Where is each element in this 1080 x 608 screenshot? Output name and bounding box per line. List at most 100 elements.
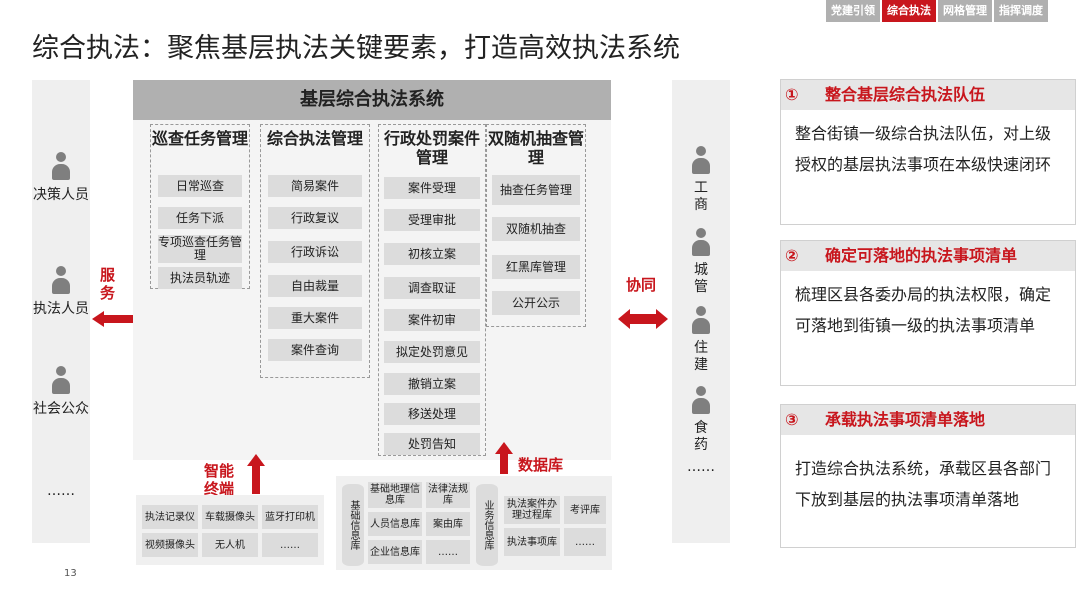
card-number: ① bbox=[785, 85, 799, 104]
card-body: 梳理区县各委办局的执法权限，确定可落地到街镇一级的执法事项清单 bbox=[795, 285, 1052, 335]
food-drug-person-icon bbox=[690, 386, 712, 416]
card-title-text: 承载执法事项清单落地 bbox=[825, 410, 986, 429]
dept-food-drug: 食药 bbox=[672, 386, 730, 454]
item-task-assign[interactable]: 任务下派 bbox=[158, 207, 242, 229]
db-law: 法律法规库 bbox=[426, 482, 470, 508]
item-draft-opinion[interactable]: 拟定处罚意见 bbox=[384, 341, 480, 363]
dept-label: 住建 bbox=[694, 340, 708, 373]
card-number: ② bbox=[785, 246, 799, 265]
role-label: 社会公众 bbox=[33, 401, 89, 417]
device-recorder: 执法记录仪 bbox=[142, 505, 198, 529]
card-title-text: 确定可落地的执法事项清单 bbox=[825, 246, 1018, 265]
db-business: 业务信息库 bbox=[476, 484, 498, 566]
tab-enforcement[interactable]: 综合执法 bbox=[882, 0, 936, 22]
housing-person-icon bbox=[690, 306, 712, 336]
tab-grid[interactable]: 网格管理 bbox=[938, 0, 992, 22]
database-label: 数据库 bbox=[518, 456, 564, 474]
item-review[interactable]: 行政复议 bbox=[268, 207, 362, 229]
card-1: ① 整合基层综合执法队伍 整合街镇一级综合执法队伍，对上级授权的基层执法事项在本级… bbox=[780, 79, 1076, 225]
device-printer: 蓝牙打印机 bbox=[262, 505, 318, 529]
database-panel: 基础信息库 基础地理信息库 法律法规库 人员信息库 案由库 企业信息库 …… 业… bbox=[336, 476, 612, 570]
business-person-icon bbox=[690, 146, 712, 176]
item-check-task[interactable]: 抽查任务管理 bbox=[492, 175, 580, 205]
item-special-task[interactable]: 专项巡查任务管理 bbox=[158, 235, 243, 263]
item-first-review[interactable]: 案件初审 bbox=[384, 309, 480, 331]
db-biz-more: …… bbox=[564, 528, 606, 556]
smart-terminal-label: 智能终端 bbox=[203, 462, 234, 498]
item-initial-filing[interactable]: 初核立案 bbox=[384, 243, 480, 265]
decision-maker-icon bbox=[50, 152, 72, 182]
urban-person-icon bbox=[690, 228, 712, 258]
left-arrow-icon bbox=[92, 311, 134, 327]
db-person: 人员信息库 bbox=[368, 512, 422, 536]
card-body: 打造综合执法系统，承载区县各部门下放到基层的执法事项清单落地 bbox=[795, 459, 1052, 509]
item-publicity[interactable]: 公开公示 bbox=[492, 291, 580, 315]
service-label: 服务 bbox=[100, 266, 116, 302]
role-label: 决策人员 bbox=[33, 187, 89, 203]
item-red-black[interactable]: 红黑库管理 bbox=[492, 255, 580, 279]
dept-more: …… bbox=[687, 459, 715, 475]
card-3: ③ 承载执法事项清单落地 打造综合执法系统，承载区县各部门下放到基层的执法事项清单… bbox=[780, 404, 1076, 548]
db-cause: 案由库 bbox=[426, 512, 470, 536]
item-evidence[interactable]: 调查取证 bbox=[384, 277, 480, 299]
dept-label: 城管 bbox=[694, 262, 708, 295]
db-base: 基础信息库 bbox=[342, 484, 364, 566]
db-company: 企业信息库 bbox=[368, 540, 422, 564]
item-approve[interactable]: 受理审批 bbox=[384, 209, 480, 231]
dept-housing: 住建 bbox=[672, 306, 730, 374]
item-notice[interactable]: 处罚告知 bbox=[384, 433, 480, 455]
up-arrow-icon bbox=[495, 442, 513, 474]
item-case-query[interactable]: 案件查询 bbox=[268, 339, 362, 361]
role-public: 社会公众 bbox=[32, 366, 90, 418]
group-random-check: 双随机抽查管理 抽查任务管理 双随机抽查 红黑库管理 公开公示 bbox=[486, 124, 586, 327]
item-simple-case[interactable]: 简易案件 bbox=[268, 175, 362, 197]
group-inspection: 巡查任务管理 日常巡查 任务下派 专项巡查任务管理 执法员轨迹 bbox=[150, 124, 250, 289]
item-revoke[interactable]: 撤销立案 bbox=[384, 373, 480, 395]
role-decision: 决策人员 bbox=[32, 152, 90, 204]
item-discretion[interactable]: 自由裁量 bbox=[268, 275, 362, 297]
role-enforcer: 执法人员 bbox=[32, 266, 90, 318]
page-title: 综合执法：聚焦基层执法关键要素，打造高效执法系统 bbox=[32, 33, 680, 64]
top-nav: 党建引领 综合执法 网格管理 指挥调度 bbox=[826, 0, 1048, 22]
devices-panel: 执法记录仪 车载摄像头 蓝牙打印机 视频摄像头 无人机 …… bbox=[136, 495, 324, 565]
system-panel: 基层综合执法系统 巡查任务管理 日常巡查 任务下派 专项巡查任务管理 执法员轨迹… bbox=[133, 80, 611, 460]
card-title-text: 整合基层综合执法队伍 bbox=[825, 85, 986, 104]
item-transfer[interactable]: 移送处理 bbox=[384, 403, 480, 425]
card-title: ① 整合基层综合执法队伍 bbox=[781, 80, 1075, 110]
dept-label: 食药 bbox=[694, 420, 708, 453]
device-video-camera: 视频摄像头 bbox=[142, 533, 198, 557]
card-body: 整合街镇一级综合执法队伍，对上级授权的基层执法事项在本级快速闭环 bbox=[795, 124, 1052, 174]
double-arrow-icon bbox=[618, 309, 668, 329]
item-double-random[interactable]: 双随机抽查 bbox=[492, 217, 580, 241]
item-major-case[interactable]: 重大案件 bbox=[268, 307, 362, 329]
enforcer-icon bbox=[50, 266, 72, 296]
db-evaluation: 考评库 bbox=[564, 496, 606, 524]
system-title: 基层综合执法系统 bbox=[133, 80, 611, 120]
right-depts-panel: 工商 城管 住建 食药 …… bbox=[672, 80, 730, 543]
collaboration-label: 协同 bbox=[626, 276, 657, 294]
card-title: ② 确定可落地的执法事项清单 bbox=[781, 241, 1075, 271]
card-2: ② 确定可落地的执法事项清单 梳理区县各委办局的执法权限，确定可落地到街镇一级的执… bbox=[780, 240, 1076, 386]
left-roles-panel: 决策人员 执法人员 社会公众 …… bbox=[32, 80, 90, 543]
role-more: …… bbox=[47, 483, 75, 499]
page-number: 13 bbox=[64, 568, 77, 579]
card-title: ③ 承载执法事项清单落地 bbox=[781, 405, 1075, 435]
public-group-icon bbox=[50, 366, 72, 396]
item-accept[interactable]: 案件受理 bbox=[384, 177, 480, 199]
group-title: 综合执法管理 bbox=[266, 129, 363, 148]
dept-business: 工商 bbox=[672, 146, 730, 214]
db-matters: 执法事项库 bbox=[504, 528, 560, 556]
group-title: 双随机抽查管理 bbox=[487, 129, 584, 167]
card-number: ③ bbox=[785, 410, 799, 429]
item-litigation[interactable]: 行政诉讼 bbox=[268, 241, 362, 263]
tab-party[interactable]: 党建引领 bbox=[826, 0, 880, 22]
role-label: 执法人员 bbox=[33, 301, 89, 317]
up-arrow-icon bbox=[247, 454, 265, 494]
device-more: …… bbox=[262, 533, 318, 557]
group-penalty: 行政处罚案件管理 案件受理 受理审批 初核立案 调查取证 案件初审 拟定处罚意见… bbox=[378, 124, 486, 456]
device-drone: 无人机 bbox=[202, 533, 258, 557]
db-geo: 基础地理信息库 bbox=[368, 482, 422, 508]
item-trajectory[interactable]: 执法员轨迹 bbox=[158, 267, 242, 289]
tab-dispatch[interactable]: 指挥调度 bbox=[994, 0, 1048, 22]
item-daily-inspection[interactable]: 日常巡查 bbox=[158, 175, 242, 197]
